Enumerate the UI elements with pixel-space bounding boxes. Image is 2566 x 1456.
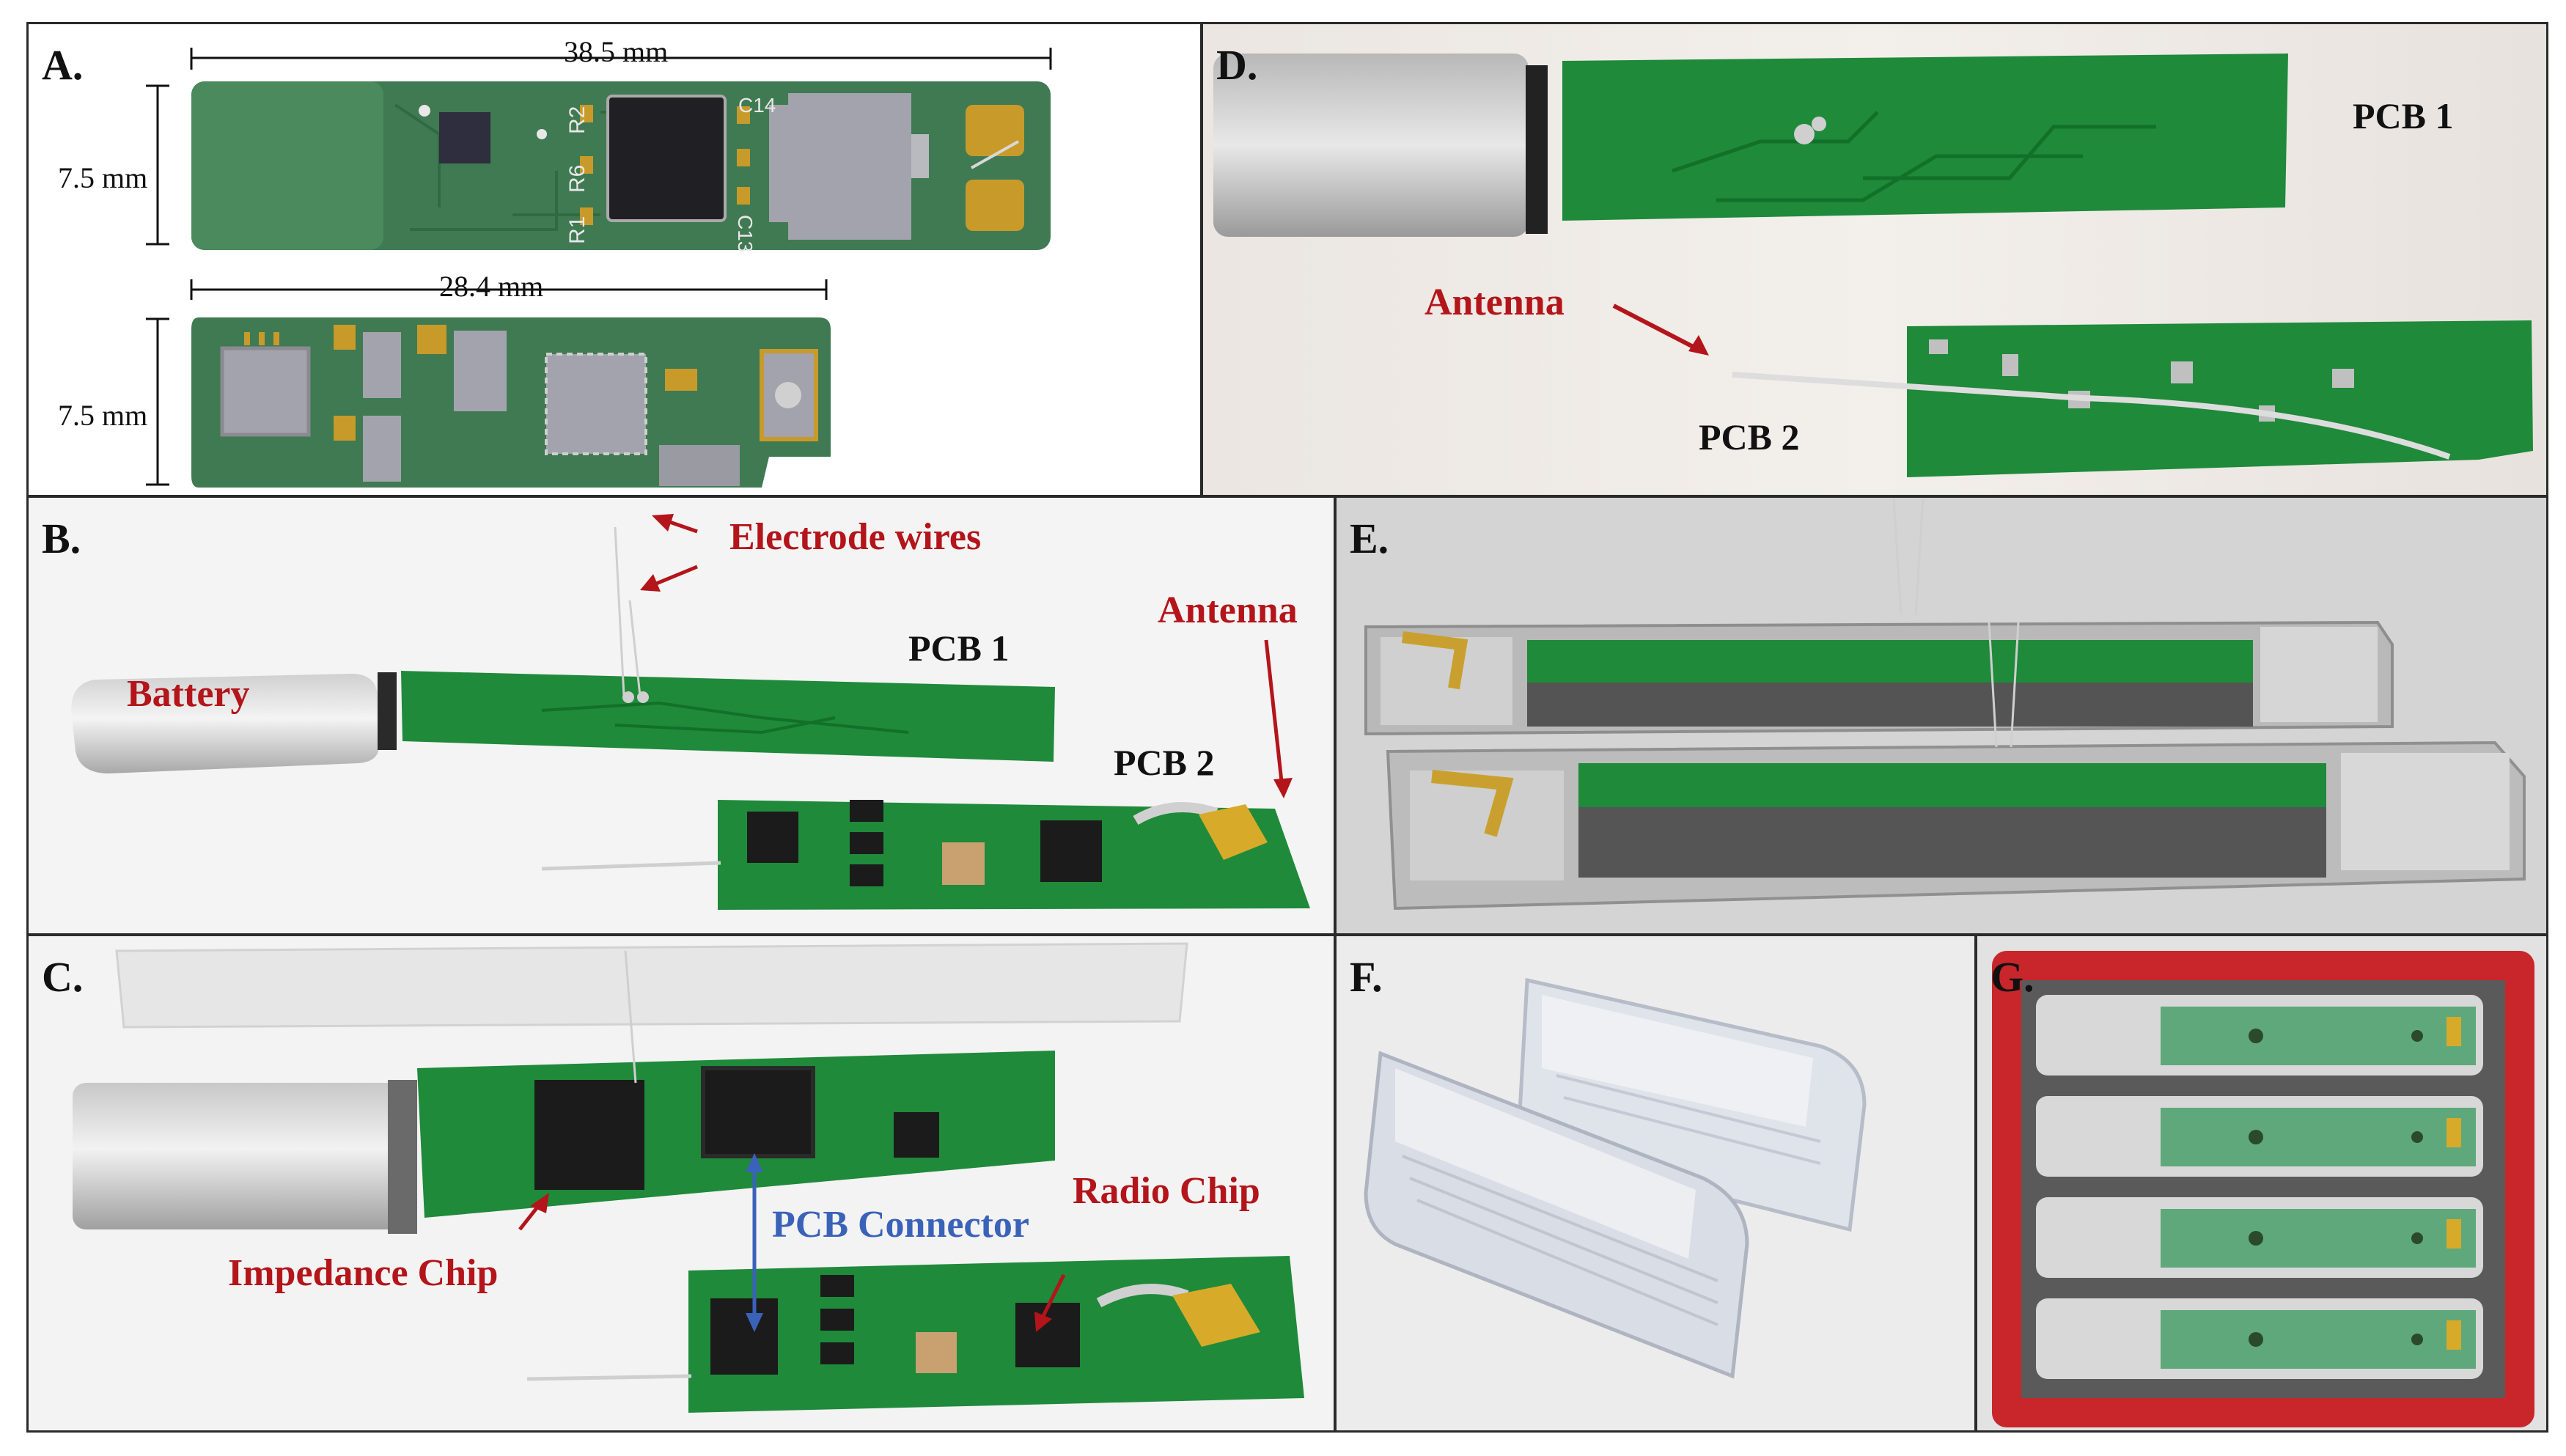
panel-d: D. PCB 1 Antenna PCB 2 xyxy=(1201,22,2548,497)
panel-b-label: B. xyxy=(42,515,81,562)
dim-bottom-length: 28.4 mm xyxy=(439,270,544,303)
electrode-wire xyxy=(628,600,642,696)
panel-g-label: G. xyxy=(1990,953,2034,1001)
battery xyxy=(1213,54,1529,237)
svg-text:C13: C13 xyxy=(734,215,757,252)
panel-a: A. R2 xyxy=(26,22,1202,497)
panel-f-photo xyxy=(1364,977,1867,1379)
pcb1-board xyxy=(1562,54,2288,221)
panel-c: C. Impedance Chip PCB Connector Radio Ch… xyxy=(26,934,1336,1433)
encapsulated-implant-2 xyxy=(1386,622,2526,911)
battery-label: Battery xyxy=(127,673,250,715)
electrode-wires-label: Electrode wires xyxy=(729,516,982,558)
panel-b-antenna-label: Antenna xyxy=(1158,589,1298,631)
electrode-wire xyxy=(614,526,625,696)
panel-e-photo xyxy=(1364,498,2526,911)
panel-e-label: E. xyxy=(1350,515,1389,562)
implant-slot-2 xyxy=(2036,1096,2483,1177)
dim-top-height: 7.5 mm xyxy=(58,161,148,194)
panel-g: G. xyxy=(1975,934,2548,1433)
dim-bottom-height: 7.5 mm xyxy=(58,399,148,432)
panel-c-label: C. xyxy=(42,953,84,1001)
impedance-chip-label: Impedance Chip xyxy=(228,1252,499,1294)
implant-slot-1 xyxy=(2036,995,2483,1076)
antenna-wire xyxy=(1732,372,2451,460)
pcb-connector-label: PCB Connector xyxy=(772,1204,1029,1246)
svg-text:R6: R6 xyxy=(565,165,589,193)
panel-d-label: D. xyxy=(1216,41,1258,89)
pcb-layout-drawing: R2 R6 R1 C14 C13 xyxy=(146,48,1052,488)
panel-d-pcb1-label: PCB 1 xyxy=(2353,95,2454,136)
implant-slot-4 xyxy=(2036,1298,2483,1379)
panel-d-antenna-label: Antenna xyxy=(1424,282,1565,323)
panel-a-label: A. xyxy=(42,41,84,89)
panel-b-pcb2-label: PCB 2 xyxy=(1114,742,1215,783)
svg-text:C14: C14 xyxy=(738,94,776,117)
panel-b-pcb1-label: PCB 1 xyxy=(908,628,1010,669)
panel-b: B. Electrode wires Battery PCB 1 PCB 2 A… xyxy=(26,496,1336,935)
dim-top-length: 38.5 mm xyxy=(564,35,669,68)
empty-capsule-2 xyxy=(1364,1051,1749,1379)
pcb2-layout xyxy=(191,317,831,488)
svg-text:R1: R1 xyxy=(565,216,589,244)
svg-text:R2: R2 xyxy=(565,106,589,134)
panel-g-photo xyxy=(1992,951,2534,1427)
encapsulated-implant-1 xyxy=(1364,498,2394,736)
panel-c-photo xyxy=(73,942,1304,1413)
radio-chip-label: Radio Chip xyxy=(1073,1170,1260,1212)
implant-slot-3 xyxy=(2036,1197,2483,1278)
panel-d-photo xyxy=(1213,54,2533,477)
panel-f: F. xyxy=(1334,934,1977,1433)
panel-b-photo xyxy=(71,514,1310,910)
pcb1-board xyxy=(401,671,1055,762)
panel-e: E. xyxy=(1334,496,2548,935)
panel-d-pcb2-label: PCB 2 xyxy=(1699,416,1800,457)
pcb1-layout xyxy=(191,81,1051,250)
panel-f-label: F. xyxy=(1350,953,1383,1001)
battery xyxy=(73,1083,402,1229)
battery xyxy=(71,674,379,773)
